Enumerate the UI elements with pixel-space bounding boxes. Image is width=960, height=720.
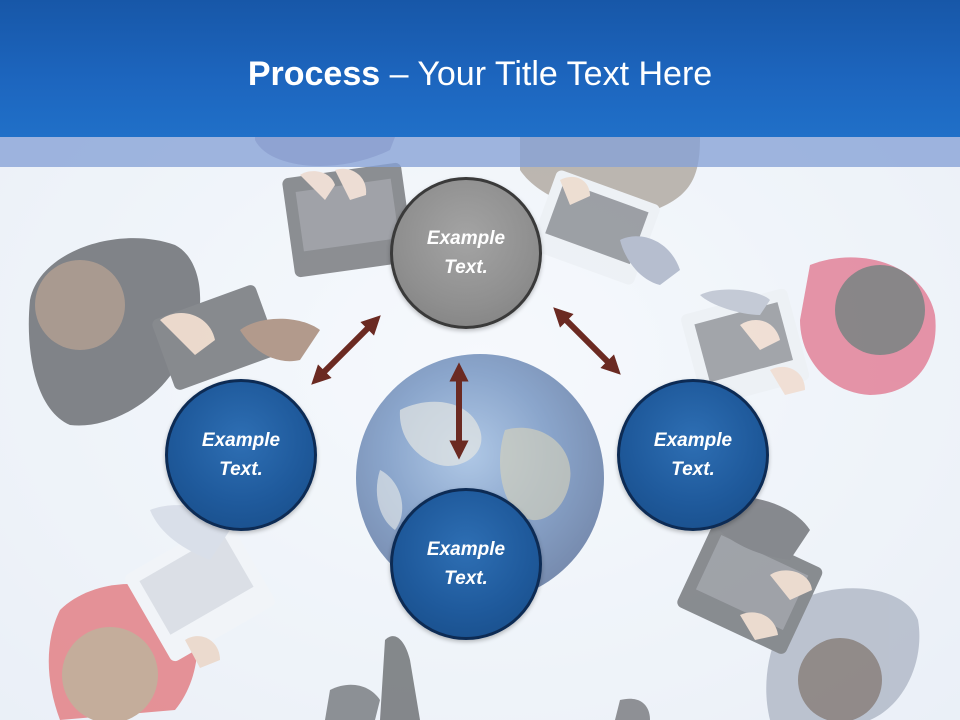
node-right-label: Example Text.: [653, 430, 733, 480]
slide-title: Process – Your Title Text Here: [0, 52, 960, 96]
person-bottom-center: [325, 636, 650, 720]
node-top-label: Example Text.: [426, 228, 506, 278]
node-right: Example Text.: [617, 379, 769, 531]
person-bottom-left: [48, 505, 275, 720]
person-left: [28, 238, 320, 426]
node-left: Example Text.: [165, 379, 317, 531]
node-left-label: Example Text.: [201, 430, 281, 480]
title-bar: [0, 0, 960, 137]
slide-title-bold: Process: [247, 55, 381, 93]
node-center: Example Text.: [390, 488, 542, 640]
node-top: Example Text.: [390, 177, 542, 329]
slide-title-rest: Your Title Text Here: [417, 55, 713, 93]
person-bottom-right: [677, 496, 920, 720]
person-right: [681, 257, 936, 407]
title-band: [0, 137, 960, 167]
slide-title-separator: –: [380, 55, 418, 93]
node-center-label: Example Text.: [426, 539, 506, 589]
